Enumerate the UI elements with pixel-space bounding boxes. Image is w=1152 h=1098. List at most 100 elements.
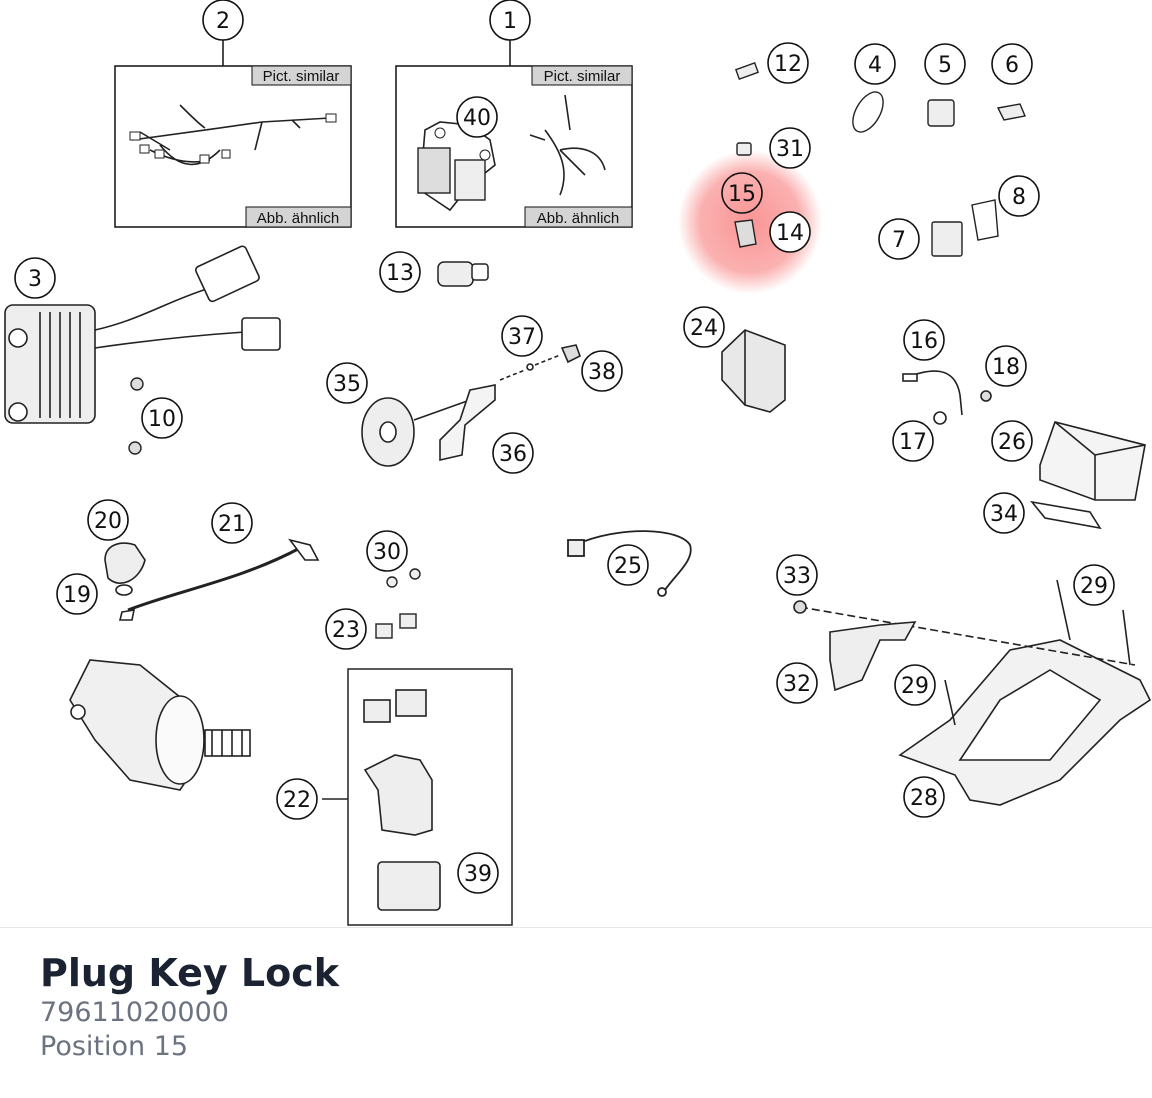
- callout-3[interactable]: 3: [14, 257, 56, 299]
- callout-28[interactable]: 28: [903, 776, 945, 818]
- callout-label: 29: [901, 674, 929, 699]
- exploded-parts-diagram: Pict. similar Abb. ähnlich Pict. similar…: [4, 0, 1152, 926]
- part-voltage-regulator: [4, 245, 281, 424]
- callout-label: 25: [614, 554, 642, 579]
- part-starter-motor: [69, 659, 251, 791]
- callout-label: 15: [728, 182, 756, 207]
- callout-label: 36: [499, 442, 527, 467]
- callout-32[interactable]: 32: [776, 662, 818, 704]
- callout-25[interactable]: 25: [607, 544, 649, 586]
- callout-4[interactable]: 4: [854, 43, 896, 85]
- callout-1[interactable]: 1: [489, 0, 531, 41]
- callout-label: 3: [28, 267, 42, 292]
- callout-label: 21: [218, 512, 246, 537]
- callout-label: 40: [463, 106, 491, 131]
- callout-36[interactable]: 36: [492, 432, 534, 474]
- part-group-starter-relay: [322, 668, 513, 926]
- callout-label: 34: [990, 502, 1018, 527]
- callout-34[interactable]: 34: [983, 492, 1025, 534]
- callout-label: 17: [899, 430, 927, 455]
- callout-label: 23: [332, 618, 360, 643]
- callout-label: 4: [868, 53, 882, 78]
- callout-8[interactable]: 8: [998, 175, 1040, 217]
- part-battery-cable-25: [567, 530, 692, 597]
- callout-label: 2: [216, 9, 230, 34]
- callout-16[interactable]: 16: [903, 319, 945, 361]
- callout-12[interactable]: 12: [767, 42, 809, 84]
- callout-19[interactable]: 19: [56, 573, 98, 615]
- callout-label: 28: [910, 786, 938, 811]
- callout-label: 26: [998, 430, 1026, 455]
- part-info-panel: Plug Key Lock 79611020000 Position 15: [40, 950, 339, 1064]
- callout-label: 32: [783, 672, 811, 697]
- callout-23[interactable]: 23: [325, 608, 367, 650]
- callout-label: 31: [776, 137, 804, 162]
- callout-2[interactable]: 2: [202, 0, 244, 41]
- callout-39[interactable]: 39: [457, 852, 499, 894]
- callout-label: 10: [148, 407, 176, 432]
- callout-label: 5: [938, 53, 952, 78]
- callout-17[interactable]: 17: [892, 420, 934, 462]
- callout-label: 22: [283, 788, 311, 813]
- part-screws-10: [128, 377, 144, 455]
- callout-label: 6: [1005, 53, 1019, 78]
- part-group-ignition-lock: [395, 40, 633, 228]
- callout-30[interactable]: 30: [366, 530, 408, 572]
- part-position: Position 15: [40, 1031, 189, 1062]
- callout-5[interactable]: 5: [924, 43, 966, 85]
- callout-label: 7: [892, 228, 906, 253]
- callout-label: 29: [1080, 574, 1108, 599]
- callout-10[interactable]: 10: [141, 397, 183, 439]
- callout-7[interactable]: 7: [878, 218, 920, 260]
- callout-label: 20: [94, 509, 122, 534]
- callout-29[interactable]: 29: [894, 664, 936, 706]
- callout-14[interactable]: 14: [769, 211, 811, 253]
- callout-15[interactable]: 15: [721, 172, 763, 214]
- part-name: Plug Key Lock: [40, 951, 340, 995]
- divider: [0, 927, 1152, 928]
- callout-label: 24: [690, 316, 718, 341]
- part-horn: [361, 344, 581, 467]
- callout-6[interactable]: 6: [991, 43, 1033, 85]
- picture-similar-label-de-1: Abb. ähnlich: [537, 210, 620, 227]
- part-small-connectors: [734, 61, 1026, 257]
- part-group-wiring-harness: [114, 40, 352, 228]
- part-number: 79611020000: [40, 997, 229, 1028]
- part-ground-cable: [902, 370, 992, 425]
- part-relay-cover-24: [721, 329, 786, 413]
- callout-37[interactable]: 37: [501, 315, 543, 357]
- callout-18[interactable]: 18: [985, 345, 1027, 387]
- callout-label: 8: [1012, 185, 1026, 210]
- callout-label: 14: [776, 221, 804, 246]
- callout-24[interactable]: 24: [683, 306, 725, 348]
- picture-similar-label-de-2: Abb. ähnlich: [257, 210, 340, 227]
- callout-26[interactable]: 26: [991, 420, 1033, 462]
- callout-20[interactable]: 20: [87, 499, 129, 541]
- callout-40[interactable]: 40: [456, 96, 498, 138]
- callout-31[interactable]: 31: [769, 127, 811, 169]
- picture-similar-label-2: Pict. similar: [263, 68, 340, 85]
- callout-29[interactable]: 29: [1073, 564, 1115, 606]
- part-rear-mudguard: [793, 579, 1152, 806]
- callout-33[interactable]: 33: [776, 554, 818, 596]
- callout-label: 35: [333, 372, 361, 397]
- part-battery-26: [1030, 421, 1146, 530]
- callout-label: 19: [63, 583, 91, 608]
- callout-label: 30: [373, 540, 401, 565]
- callout-label: 33: [783, 564, 811, 589]
- callout-label: 16: [910, 329, 938, 354]
- part-fuses: [375, 568, 421, 639]
- callout-label: 13: [386, 261, 414, 286]
- callout-13[interactable]: 13: [379, 251, 421, 293]
- callout-label: 37: [508, 325, 536, 350]
- callout-38[interactable]: 38: [581, 350, 623, 392]
- picture-similar-label-1: Pict. similar: [544, 68, 621, 85]
- callout-label: 1: [503, 9, 517, 34]
- part-cable-21: [104, 538, 320, 621]
- part-connector-13: [437, 261, 489, 287]
- callout-22[interactable]: 22: [276, 778, 318, 820]
- callout-21[interactable]: 21: [211, 502, 253, 544]
- callout-35[interactable]: 35: [326, 362, 368, 404]
- callout-label: 18: [992, 355, 1020, 380]
